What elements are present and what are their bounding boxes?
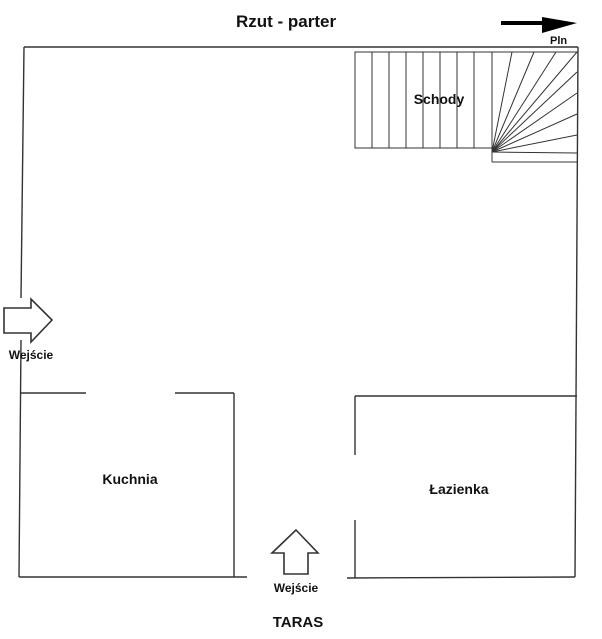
outer-walls [18, 46, 579, 579]
side-entrance-label: Wejście [9, 348, 54, 362]
bottom-entrance-arrow-icon [270, 528, 320, 575]
interior-walls [20, 392, 577, 578]
room-label-stairs: Schody [414, 91, 465, 107]
plan-title: Rzut - parter [236, 12, 337, 31]
bottom-entrance-label: Wejście [274, 581, 319, 595]
side-entrance-arrow-icon [3, 297, 54, 344]
north-label: Pln [550, 35, 567, 47]
room-label-kitchen: Kuchnia [102, 471, 157, 487]
north-arrow-icon [501, 17, 577, 33]
terrace-label: TARAS [273, 614, 324, 631]
staircase [354, 51, 578, 163]
room-label-bathroom: Łazienka [429, 481, 488, 497]
